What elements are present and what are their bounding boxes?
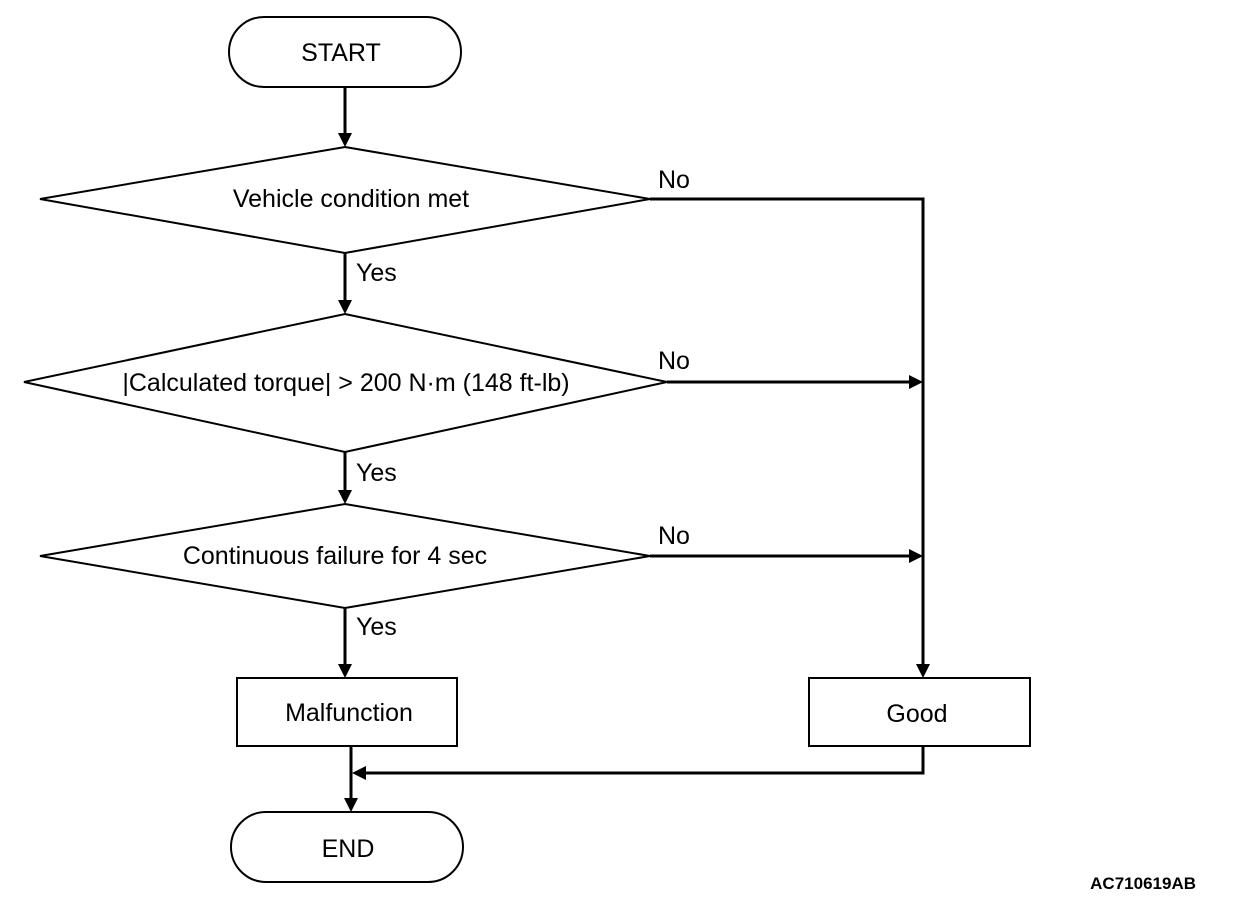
decision-2-yes-label: Yes bbox=[356, 459, 397, 487]
start-label: START bbox=[301, 39, 381, 67]
end-label: END bbox=[322, 835, 375, 863]
arrowhead-start-to-decision-1 bbox=[338, 133, 352, 147]
arrowhead-decision-2-no bbox=[909, 375, 923, 389]
good-label: Good bbox=[886, 700, 947, 728]
arrowhead-decision-3-no bbox=[909, 549, 923, 563]
decision-1-yes-label: Yes bbox=[356, 259, 397, 287]
arrowhead-merge bbox=[352, 766, 366, 780]
malfunction-box bbox=[236, 677, 458, 747]
decision-1-no-label: No bbox=[658, 166, 690, 194]
arrowhead-decision-2-yes bbox=[338, 490, 352, 504]
good-box bbox=[808, 677, 1031, 747]
decision-3-no-label: No bbox=[658, 522, 690, 550]
arrowhead-good bbox=[916, 664, 930, 678]
arrowhead-end bbox=[344, 798, 358, 812]
decision-calculated-torque-label: |Calculated torque| > 200 N·m (148 ft-lb… bbox=[122, 369, 569, 397]
end-terminal bbox=[230, 811, 464, 883]
decision-3-yes-label: Yes bbox=[356, 613, 397, 641]
malfunction-label: Malfunction bbox=[285, 699, 413, 727]
flow-decision-1-no bbox=[650, 197, 925, 664]
decision-continuous-failure-label: Continuous failure for 4 sec bbox=[183, 542, 487, 570]
arrowhead-malfunction bbox=[338, 664, 352, 678]
arrowhead-decision-1-yes bbox=[338, 300, 352, 314]
decision-vehicle-condition-label: Vehicle condition met bbox=[233, 185, 469, 213]
decision-2-no-label: No bbox=[658, 347, 690, 375]
figure-code: AC710619AB bbox=[1090, 874, 1196, 893]
flow-good-to-merge bbox=[366, 746, 925, 775]
